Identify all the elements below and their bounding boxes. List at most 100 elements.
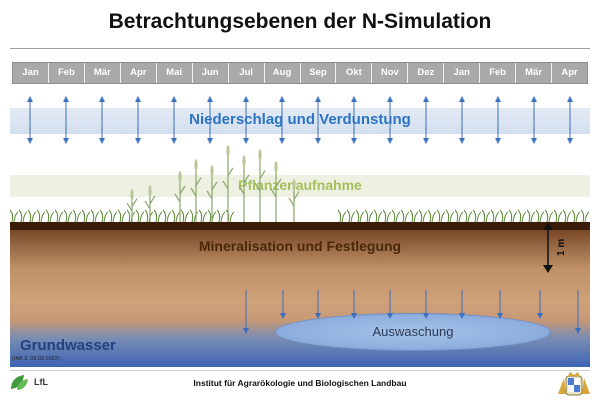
precipitation-band: Niederschlag und Verdunstung — [10, 108, 590, 134]
grass-tuft — [72, 209, 82, 223]
month-label: Feb — [49, 63, 85, 83]
cereal-plant — [206, 176, 218, 222]
grass-tuft — [418, 209, 428, 223]
cereal-ear — [226, 145, 230, 157]
grass-tuft — [36, 209, 46, 223]
arrow-head-up — [279, 96, 285, 102]
arrow-head-down — [497, 313, 503, 319]
grass-tuft — [490, 209, 500, 223]
cereal-plant — [144, 195, 156, 222]
grass-tuft — [571, 209, 581, 223]
month-label: Dez — [408, 63, 445, 83]
grass-tuft — [400, 209, 410, 223]
arrow-head-up — [567, 96, 573, 102]
arrow-head-down — [387, 138, 393, 144]
cereal-plant — [190, 170, 202, 222]
cereal-ear — [242, 155, 246, 167]
grass-tuft — [54, 209, 64, 223]
month-label: Mär — [85, 63, 121, 83]
grass-tuft — [135, 209, 145, 223]
grass-tuft — [180, 209, 190, 223]
cereal-plant — [222, 156, 234, 222]
grass-tuft — [481, 209, 491, 223]
logo-text: LfL — [34, 377, 48, 387]
grass-tuft — [63, 209, 73, 223]
grass-tuft — [445, 209, 455, 223]
grass-tuft — [562, 209, 572, 223]
arrow-head-down — [567, 138, 573, 144]
leaf-icon — [11, 375, 28, 390]
grass-tuft — [373, 209, 383, 223]
grass-tuft — [391, 209, 401, 223]
grass-tuft — [355, 209, 365, 223]
arrow-head-down — [63, 138, 69, 144]
arrow-head-up — [63, 96, 69, 102]
grass-tuft — [463, 209, 473, 223]
topsoil-layer — [10, 222, 590, 230]
depth-arrow — [543, 222, 553, 273]
arrow-head-up — [135, 96, 141, 102]
grass-tuft — [508, 209, 518, 223]
arrow-head-down — [315, 138, 321, 144]
leaching-label: Auswaschung — [372, 324, 454, 339]
arrow-head-up — [387, 96, 393, 102]
grass-tuft — [436, 209, 446, 223]
grass-tuft — [171, 209, 181, 223]
lfl-logo: LfL — [8, 373, 48, 391]
arrow-head-down — [459, 138, 465, 144]
arrow-head-down — [279, 138, 285, 144]
cereal-plant — [238, 166, 250, 222]
arrow-head-up — [531, 96, 537, 102]
grass-tuft — [499, 209, 509, 223]
arrow-head-up — [351, 96, 357, 102]
cereal-ear — [178, 171, 182, 183]
grass-tuft — [117, 209, 127, 223]
groundwater-label: Grundwasser — [20, 337, 116, 354]
grass-tuft — [382, 209, 392, 223]
grass-tuft — [216, 209, 226, 223]
mineralisation-label: Mineralisation und Festlegung — [198, 238, 402, 254]
precipitation-arrows — [27, 96, 573, 144]
month-label: Jun — [193, 63, 229, 83]
page-title: Betrachtungsebenen der N-Simulation — [108, 10, 492, 33]
arrow-head-down — [423, 313, 429, 319]
arrow-head-down — [351, 138, 357, 144]
grass-tuft — [189, 209, 199, 223]
cereal-plant — [126, 198, 138, 222]
arrow-head-down — [495, 138, 501, 144]
grass-tuft — [364, 209, 374, 223]
month-label: Apr — [121, 63, 157, 83]
plant-row — [9, 145, 590, 223]
arrow-head-up — [99, 96, 105, 102]
arrow-head-down — [387, 313, 393, 319]
arrow-head-up — [459, 96, 465, 102]
grass-tuft — [27, 209, 37, 223]
cereal-plant — [288, 190, 300, 222]
cereal-ear — [194, 159, 198, 171]
cereal-ear — [148, 185, 152, 197]
grass-tuft — [81, 209, 91, 223]
cereal-ear — [292, 179, 296, 191]
arrow-head-down — [351, 313, 357, 319]
month-label: Jan — [444, 63, 481, 83]
arrow-head-down — [423, 138, 429, 144]
grass-tuft — [45, 209, 55, 223]
leaching-arrows — [243, 290, 581, 334]
grass-tuft — [99, 209, 109, 223]
arrow-head-down — [459, 313, 465, 319]
leaching-zone — [275, 313, 551, 351]
grass-tuft — [90, 209, 100, 223]
grass-tuft — [153, 209, 163, 223]
arrow-head-up — [423, 96, 429, 102]
arrow-head-up — [243, 96, 249, 102]
month-label: Okt — [336, 63, 373, 83]
grass-tuft — [346, 209, 356, 223]
month-label: Jul — [229, 63, 265, 83]
plant-uptake-label: Pflanzenaufnahme — [238, 177, 362, 193]
grass-tuft — [108, 209, 118, 223]
arrow-head-down — [575, 328, 581, 334]
arrow-head-down — [315, 313, 321, 319]
grass-tuft — [9, 209, 19, 223]
cereal-ear — [258, 149, 262, 161]
month-label: Nov — [372, 63, 409, 83]
